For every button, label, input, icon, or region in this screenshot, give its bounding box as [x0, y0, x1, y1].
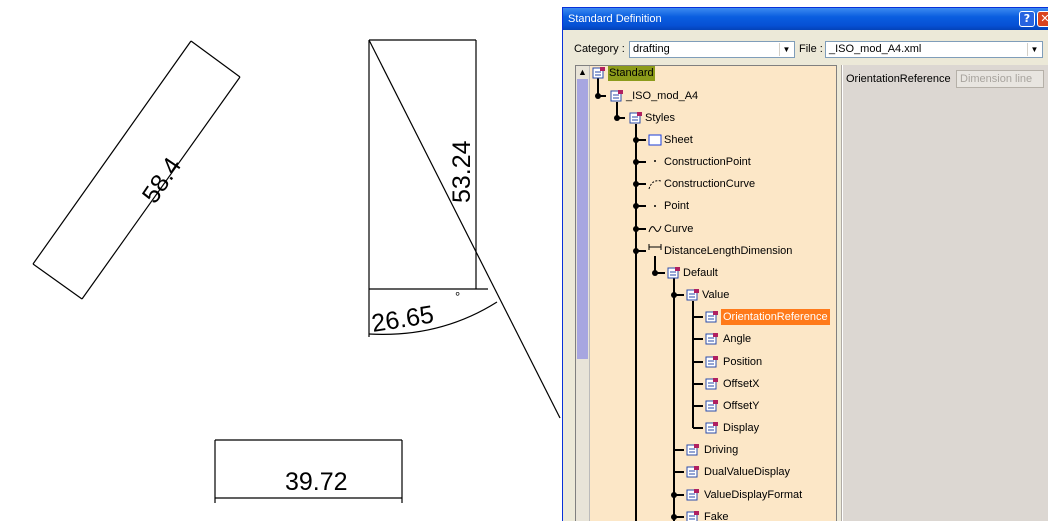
standard-definition-dialog: Standard Definition ? ✕ Category : draft… [562, 7, 1058, 521]
tree-lines [595, 78, 703, 521]
tree-node-sheet[interactable]: Sheet [664, 134, 693, 146]
point-icon [654, 205, 656, 207]
dimension-53-24-text: 53.24 [448, 140, 476, 203]
window-edge [1048, 0, 1058, 521]
curve-icon [648, 225, 662, 233]
tree-node-fake[interactable]: Fake [704, 511, 729, 521]
document-icon [686, 444, 699, 456]
document-icon [686, 466, 699, 478]
curve-icon [648, 180, 662, 190]
chevron-down-icon[interactable]: ▼ [779, 43, 793, 56]
dimension-26-65-text: 26.65 [370, 300, 436, 337]
tree-node-offset-x[interactable]: OffsetX [723, 378, 760, 390]
scroll-thumb[interactable] [577, 79, 588, 359]
dimension-39-72-text: 39.72 [285, 468, 348, 496]
tree-node-curve[interactable]: Curve [664, 223, 694, 235]
tree-panel[interactable]: ▲ [575, 65, 837, 521]
document-icon [686, 511, 699, 521]
property-panel: OrientationReference Dimension line [841, 65, 1058, 521]
document-icon [667, 267, 680, 279]
scroll-up-icon[interactable]: ▲ [578, 67, 587, 77]
tree-node-orientation-reference[interactable]: OrientationReference [721, 309, 830, 325]
category-label: Category : [574, 43, 625, 55]
document-icon [705, 422, 718, 434]
dimension-58-4[interactable] [32, 40, 241, 300]
sheet-icon [648, 134, 662, 146]
dimension-53-24[interactable] [368, 39, 561, 419]
title-bar[interactable]: Standard Definition ? ✕ [563, 8, 1058, 30]
tree-node-construction-curve[interactable]: ConstructionCurve [664, 178, 756, 190]
dimension-icon [648, 244, 662, 250]
degree-symbol: ° [455, 289, 460, 304]
document-icon [705, 311, 718, 323]
property-label: OrientationReference [846, 73, 951, 85]
file-label: File : [799, 43, 823, 55]
angle-arc[interactable] [368, 301, 498, 335]
document-icon [610, 90, 623, 102]
chevron-down-icon[interactable]: ▼ [1027, 43, 1041, 56]
tree-node-construction-point[interactable]: ConstructionPoint [664, 156, 751, 168]
document-icon [705, 400, 718, 412]
tree-node-styles[interactable]: Styles [645, 112, 675, 124]
help-button[interactable]: ? [1019, 11, 1035, 27]
document-icon [629, 112, 642, 124]
file-combo[interactable]: _ISO_mod_A4.xml ▼ [825, 41, 1043, 58]
dimension-39-72[interactable] [214, 439, 403, 503]
category-value: drafting [633, 43, 670, 55]
point-icon [654, 160, 656, 162]
document-icon [705, 378, 718, 390]
document-icon [592, 67, 605, 79]
tree-node-point[interactable]: Point [664, 200, 690, 212]
tree-node-driving[interactable]: Driving [704, 444, 739, 456]
document-icon [705, 356, 718, 368]
dialog-title: Standard Definition [568, 13, 662, 25]
tree-node-offset-y[interactable]: OffsetY [723, 400, 760, 412]
tree-node-iso[interactable]: _ISO_mod_A4 [626, 90, 699, 102]
property-value-field[interactable]: Dimension line [956, 70, 1044, 88]
dimension-58-4-text: 58.4 [137, 152, 187, 208]
file-value: _ISO_mod_A4.xml [829, 43, 922, 55]
tree-node-distance-length-dimension[interactable]: DistanceLengthDimension [664, 245, 793, 257]
tree-node-standard[interactable]: Standard [608, 66, 655, 81]
tree-node-default[interactable]: Default [683, 267, 718, 279]
tree-node-value[interactable]: Value [702, 289, 730, 301]
tree-node-value-display-format[interactable]: ValueDisplayFormat [704, 489, 803, 501]
document-icon [686, 489, 699, 501]
document-icon [705, 333, 718, 345]
tree-scrollbar[interactable]: ▲ [576, 66, 590, 521]
tree-node-position[interactable]: Position [723, 356, 763, 368]
category-combo[interactable]: drafting ▼ [629, 41, 795, 58]
tree-node-angle[interactable]: Angle [723, 333, 752, 345]
tree-node-dual-value-display[interactable]: DualValueDisplay [704, 466, 791, 478]
tree-node-display[interactable]: Display [723, 422, 760, 434]
document-icon [686, 289, 699, 301]
